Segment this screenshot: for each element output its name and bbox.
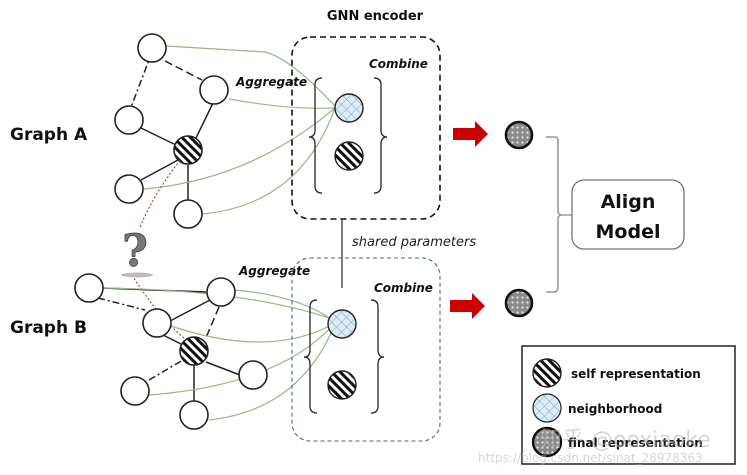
legend-label-final: final representation: [568, 436, 703, 450]
gnn-encoder-title: GNN encoder: [327, 9, 424, 24]
right-brace-b: [370, 299, 385, 414]
striped-circle-icon: [532, 358, 562, 388]
dotted-gray-circle-icon: [531, 426, 563, 458]
final-representation-a: [504, 120, 534, 150]
graph-a-node: [114, 174, 144, 204]
align-model-line2: Model: [596, 221, 661, 243]
gnn-encoder-box-b: [291, 257, 441, 442]
self-node-a: [334, 141, 364, 171]
graph-b-node: [238, 360, 268, 390]
output-arrow-a: [453, 121, 488, 147]
graph-b-node: [74, 273, 104, 303]
graph-b-node: [142, 308, 172, 338]
align-model-line1: Align: [601, 191, 656, 213]
align-model-box: [571, 179, 685, 250]
graph-b-label: Graph B: [10, 318, 87, 338]
aggregate-label-b: Aggregate: [238, 264, 310, 278]
align-bracket: [546, 136, 572, 293]
crosshatch-circle-icon: [532, 393, 562, 423]
graph-a-label: Graph A: [10, 125, 88, 145]
left-brace-b: [303, 299, 318, 414]
question-mark-icon: ?: [121, 226, 153, 278]
shared-parameters-label: shared parameters: [352, 235, 476, 250]
svg-text:?: ?: [122, 226, 148, 277]
watermark-url: https://blog.csdn.net/sinat_28978363: [478, 451, 703, 465]
output-arrow-b: [450, 293, 485, 319]
graph-b-self-node: [179, 336, 209, 366]
neighborhood-node-a: [334, 93, 364, 123]
right-brace-a: [373, 77, 388, 194]
left-brace-a: [308, 77, 323, 194]
graph-a-self-node: [173, 135, 203, 165]
graph-a-aggregate-links: [143, 45, 336, 215]
graph-b-node: [120, 376, 150, 406]
graph-a-node: [114, 105, 144, 135]
aggregate-label-a: Aggregate: [235, 75, 307, 89]
legend-label-self: self representation: [571, 367, 701, 381]
combine-label-a: Combine: [369, 57, 428, 71]
graph-b-node: [206, 277, 236, 307]
legend-label-neighborhood: neighborhood: [568, 402, 662, 416]
gnn-encoder-box-a: [291, 36, 441, 220]
graph-a-edges: [129, 51, 214, 200]
graph-a-node: [199, 75, 229, 105]
graph-b-node: [179, 400, 209, 430]
combine-label-b: Combine: [374, 281, 433, 295]
neighborhood-node-b: [327, 309, 357, 339]
self-node-b: [327, 370, 357, 400]
final-representation-b: [504, 288, 534, 318]
legend: self representation neighborhood final r…: [521, 345, 736, 465]
watermark-zhihu: 知乎 @ooxiaoke: [540, 428, 711, 453]
graph-a-node: [137, 33, 167, 63]
graph-a-node: [173, 199, 203, 229]
alignment-question-link: [139, 159, 181, 229]
